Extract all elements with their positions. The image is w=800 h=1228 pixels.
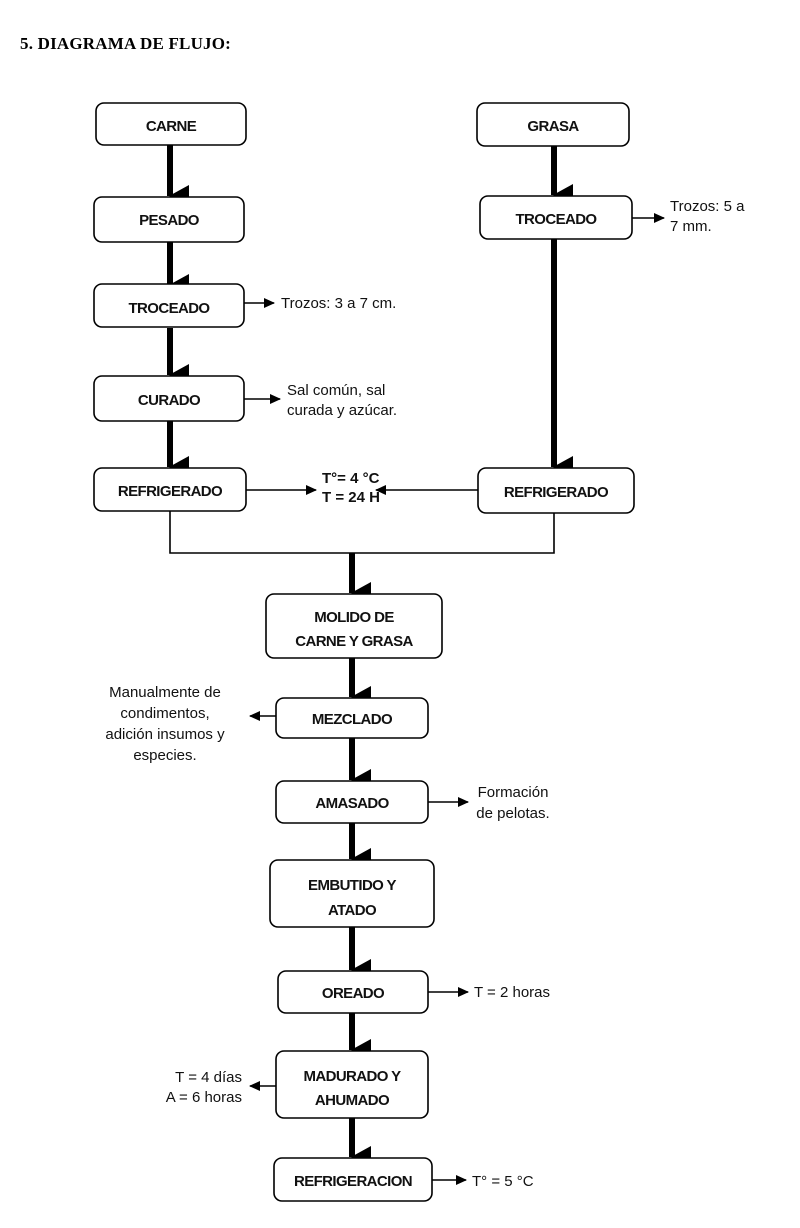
box-grasa: GRASA (476, 102, 630, 147)
box-carne-label: CARNE (146, 118, 197, 135)
box-refrigerado-carne-label: REFRIGERADO (118, 483, 223, 500)
box-refrigerado-grasa: REFRIGERADO (477, 467, 635, 514)
box-oreado-label: OREADO (322, 985, 385, 1002)
box-pesado: PESADO (93, 196, 245, 243)
box-troceado-carne: TROCEADO (93, 283, 245, 328)
box-mezclado-label: MEZCLADO (312, 711, 393, 728)
box-refrigerado-grasa-label: REFRIGERADO (504, 484, 609, 501)
box-carne: CARNE (95, 102, 247, 146)
box-mezclado: MEZCLADO (275, 697, 429, 739)
note-trozos-carne: Trozos: 3 a 7 cm. (281, 295, 396, 312)
box-curado: CURADO (93, 375, 245, 422)
note-oreado: T = 2 horas (474, 984, 550, 1001)
box-refrigeracion: REFRIGERACION (273, 1157, 433, 1202)
box-troceado-carne-label: TROCEADO (128, 300, 210, 317)
process-boxes: CARNE PESADO TROCEADO CURADO REFRIGERADO… (93, 102, 635, 1202)
box-oreado: OREADO (277, 970, 429, 1014)
box-curado-label: CURADO (138, 392, 201, 409)
box-refrigerado-carne: REFRIGERADO (93, 467, 247, 512)
merge-line (169, 511, 555, 554)
box-amasado: AMASADO (275, 780, 429, 824)
box-grasa-label: GRASA (527, 118, 579, 135)
note-arrows (244, 213, 665, 1185)
page-title: 5. DIAGRAMA DE FLUJO: (20, 34, 232, 53)
box-troceado-grasa: TROCEADO (479, 195, 633, 240)
box-amasado-label: AMASADO (315, 795, 389, 812)
flow-connectors (167, 145, 573, 1168)
box-troceado-grasa-label: TROCEADO (515, 211, 597, 228)
box-refrigeracion-label: REFRIGERACION (294, 1173, 412, 1190)
note-refrigeracion: T° = 5 °C (472, 1173, 534, 1190)
box-pesado-label: PESADO (139, 212, 200, 229)
